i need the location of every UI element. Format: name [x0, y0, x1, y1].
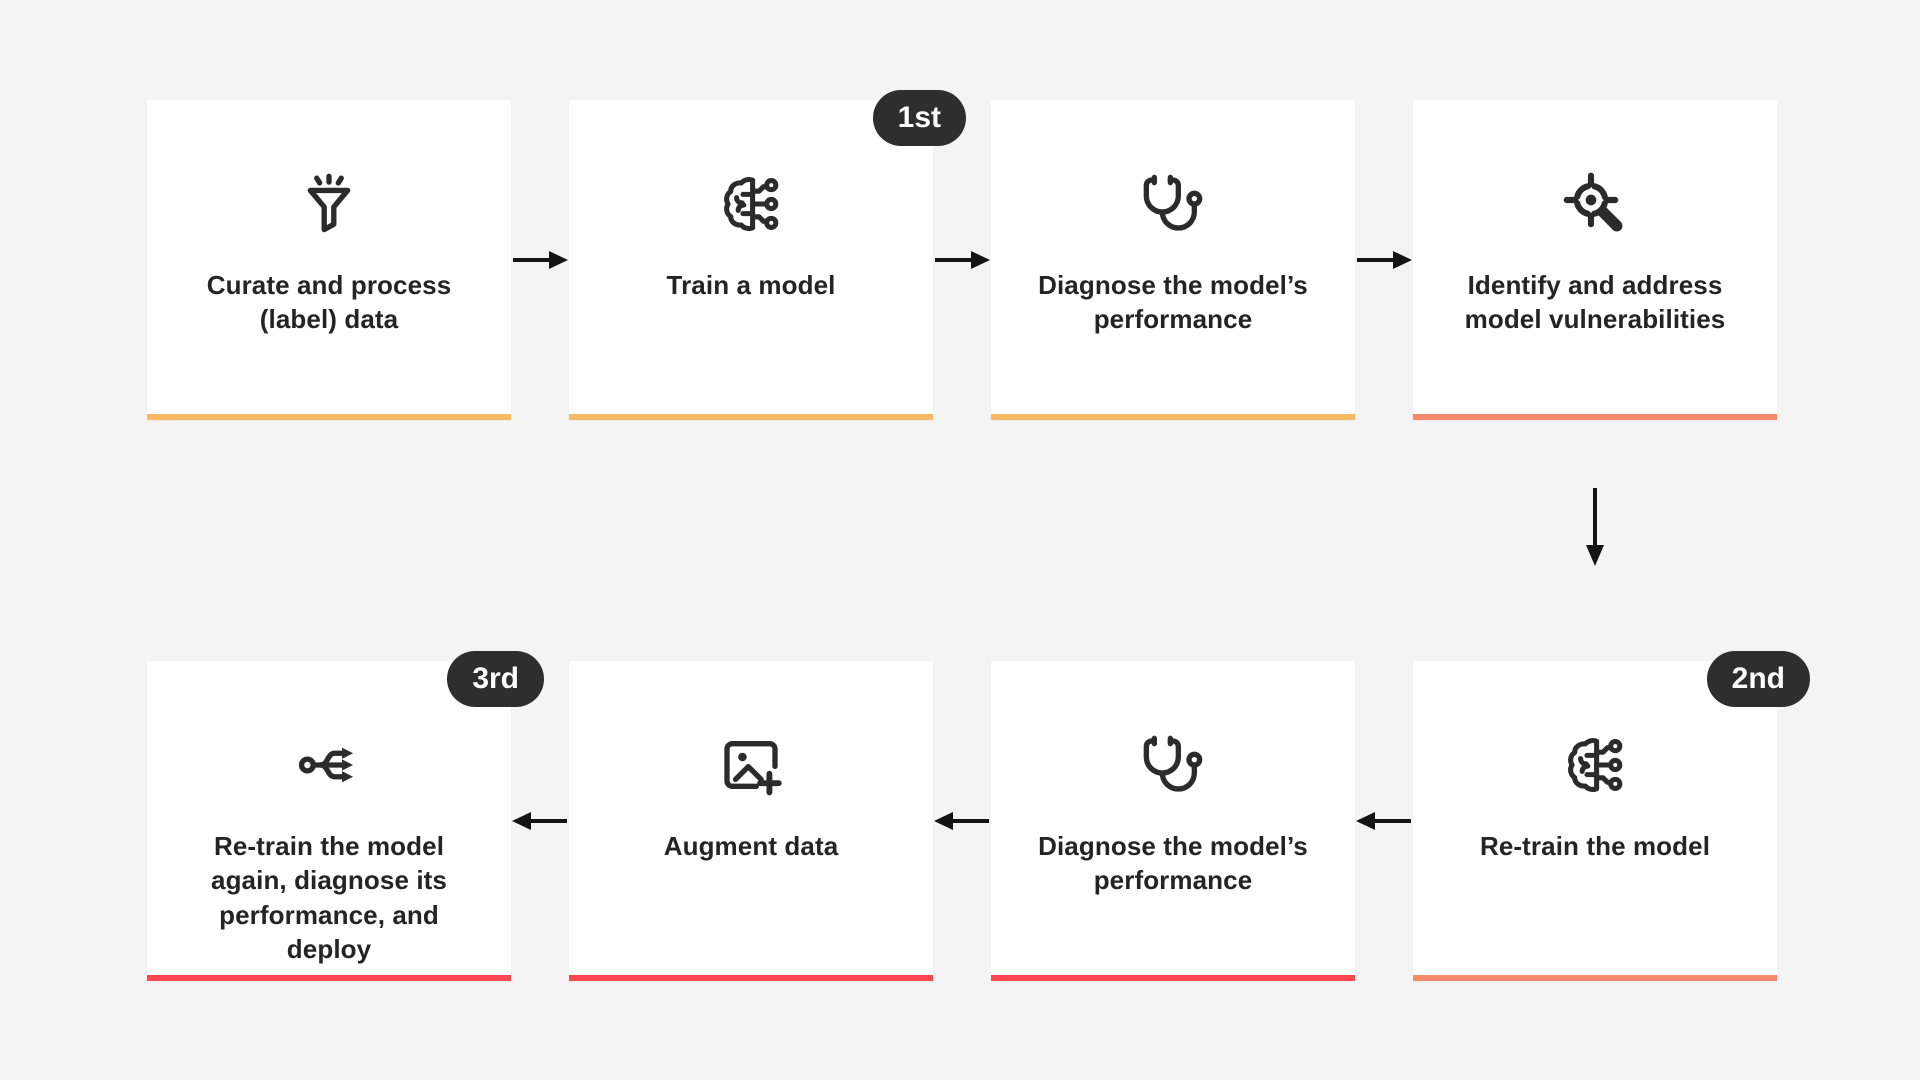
badge-2nd: 2nd: [1706, 651, 1810, 707]
ai-brain-circuit-icon: [719, 172, 783, 236]
flow-arrow-left-icon: [933, 661, 991, 981]
card-retrain-deploy: 3rd Re-train the model again, diagnose i…: [147, 651, 544, 981]
flow-arrow-right-icon: [511, 100, 569, 420]
split-branch-icon: [297, 733, 361, 797]
flow-arrow-right-icon: [1355, 100, 1413, 420]
card-label: Augment data: [663, 831, 839, 861]
image-plus-icon: [719, 733, 783, 797]
card-retrain-model: 2nd Re-train the model: [1413, 651, 1810, 981]
card-diagnose-performance-bottom: Diagnose the model’s performance: [991, 661, 1355, 981]
card-label: Curate and process (label) data: [206, 270, 452, 335]
flow-row-top: Curate and process (label) data 1st: [147, 90, 1777, 420]
card-curate-data: Curate and process (label) data: [147, 100, 511, 420]
flow-arrow-left-icon: [511, 661, 569, 981]
card-train-model: 1st Train a model: [569, 90, 966, 420]
flow-arrow-down-icon: [1582, 487, 1608, 572]
ai-brain-circuit-icon: [1563, 733, 1627, 797]
card-label: Identify and address model vulnerabiliti…: [1464, 270, 1726, 335]
card-augment-data: Augment data: [569, 661, 933, 981]
card-label: Diagnose the model’s performance: [1038, 831, 1308, 896]
card-label: Re-train the model: [1479, 831, 1711, 861]
flow-arrow-right-icon: [933, 100, 991, 420]
stethoscope-icon: [1141, 172, 1205, 236]
card-label: Diagnose the model’s performance: [1038, 270, 1308, 335]
card-label: Re-train the model again, diagnose its p…: [211, 831, 447, 964]
flow-row-bottom: 3rd Re-train the model again, diagnose i…: [147, 651, 1810, 981]
crosshair-magnifier-icon: [1563, 172, 1627, 236]
card-identify-vulnerabilities: Identify and address model vulnerabiliti…: [1413, 100, 1777, 420]
flow-arrow-left-icon: [1355, 661, 1413, 981]
badge-1st: 1st: [872, 90, 966, 146]
card-diagnose-performance-top: Diagnose the model’s performance: [991, 100, 1355, 420]
stethoscope-icon: [1141, 733, 1205, 797]
badge-3rd: 3rd: [447, 651, 544, 707]
funnel-sparkles-icon: [297, 172, 361, 236]
card-label: Train a model: [666, 270, 836, 300]
